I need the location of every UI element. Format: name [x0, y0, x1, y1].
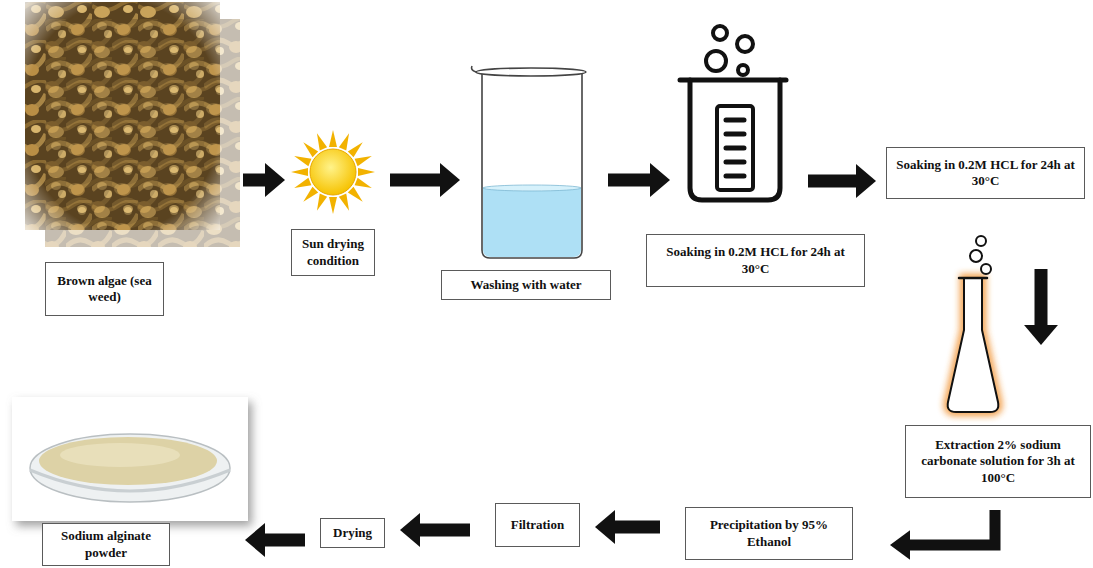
sun-ray [300, 187, 318, 205]
sun-ray [348, 139, 366, 157]
arrow-shaft [243, 174, 265, 187]
flow-arrow [808, 164, 876, 198]
process-box: Drying [320, 518, 385, 548]
process-box: Sun drying condition [291, 229, 375, 276]
flask-icon [948, 236, 999, 412]
water-surface [483, 185, 581, 191]
flow-arrow [1024, 269, 1058, 345]
sun-ray [329, 130, 337, 147]
arrow-head [890, 530, 910, 559]
step-label: Sodium alginate powder [48, 528, 164, 561]
flow-arrow [595, 510, 660, 544]
arrow-shaft [615, 521, 660, 534]
bubble [738, 65, 748, 75]
dish-rim [30, 470, 230, 491]
step-label: Filtration [501, 517, 574, 533]
powder-highlight [60, 443, 180, 467]
sun-ray [313, 194, 327, 213]
flow-arrow [608, 163, 670, 197]
arrow-head [440, 163, 460, 197]
powder-mound [39, 437, 217, 485]
sun-ray [355, 152, 374, 166]
bubble [713, 26, 727, 40]
sun-disc [310, 149, 356, 195]
process-box: Filtration [495, 503, 580, 547]
process-box: Precipitation by 95% Ethanol [685, 507, 853, 560]
bubble [981, 264, 991, 274]
water [483, 188, 581, 257]
bubble [706, 51, 726, 71]
bubble [976, 236, 986, 246]
sun-ray [348, 187, 366, 205]
beaker-outline [482, 74, 582, 258]
flow-arrow [890, 510, 995, 560]
graduation-panel [717, 106, 753, 190]
process-box: Soaking in 0.2M HCL for 24h at 30°C [886, 147, 1085, 199]
arrow-shaft [608, 174, 650, 187]
photo-frame [12, 397, 248, 521]
sun-ray [355, 178, 374, 192]
sun-ray [293, 152, 312, 166]
arrow-head [265, 163, 285, 197]
bubble [970, 250, 982, 262]
seaweed-texture [25, 2, 220, 230]
seaweed-picture [25, 2, 240, 247]
petri-dish [30, 434, 230, 502]
beaker-spout [472, 66, 477, 72]
flow-arrow [390, 163, 460, 197]
arrow-shaft [390, 174, 440, 187]
step-label: Soaking in 0.2M HCL for 24h at 30°C [892, 157, 1079, 190]
sun-icon [291, 130, 375, 214]
sun-ray [313, 132, 327, 151]
process-box: Soaking in 0.2M HCL for 24h at 30°C [646, 234, 865, 287]
arrow-shaft [1035, 269, 1048, 325]
acid-beaker-icon [680, 26, 786, 200]
flow-arrow [243, 163, 285, 197]
flow-arrow [245, 523, 305, 557]
process-box: Extraction 2% sodium carbonate solution … [905, 425, 1091, 498]
arrow-head [595, 510, 615, 544]
powder-picture [12, 397, 248, 521]
bubble [737, 36, 753, 52]
arrow-head [400, 513, 420, 547]
sun-ray [291, 168, 308, 176]
step-label: Brown algae (sea weed) [51, 273, 158, 306]
arrow-shaft [265, 534, 305, 547]
step-label: Precipitation by 95% Ethanol [691, 517, 847, 550]
step-label: Washing with water [447, 277, 605, 293]
arrow-head [856, 164, 876, 198]
sun-ray [293, 178, 312, 192]
flask-lip [959, 277, 987, 280]
beaker-rim [680, 78, 786, 83]
step-label: Drying [326, 525, 379, 541]
arrow-shaft [420, 524, 470, 537]
flask-outline [948, 278, 999, 412]
flow-arrow [400, 513, 470, 547]
flask-glow [948, 278, 999, 412]
process-box: Washing with water [441, 270, 611, 300]
arrow-shaft [910, 510, 995, 545]
water-beaker [472, 66, 587, 258]
arrow-head [245, 523, 265, 557]
photo-fade [25, 2, 220, 230]
beaker-outline [690, 80, 780, 200]
arrow-head [1024, 325, 1058, 345]
graduation-marks [726, 120, 744, 176]
step-label: Soaking in 0.2M HCL for 24h at 30°C [652, 244, 859, 277]
process-box: Sodium alginate powder [42, 523, 170, 566]
step-label: Sun drying condition [297, 236, 369, 269]
sun-ray [339, 194, 353, 213]
process-box: Brown algae (sea weed) [45, 262, 164, 316]
beaker-rim [476, 68, 586, 76]
sun-ray [339, 132, 353, 151]
sun-ray [358, 168, 375, 176]
step-label: Extraction 2% sodium carbonate solution … [911, 437, 1085, 486]
sun-ray [300, 139, 318, 157]
arrow-shaft [808, 175, 856, 188]
sun-ray [329, 197, 337, 214]
arrow-head [650, 163, 670, 197]
